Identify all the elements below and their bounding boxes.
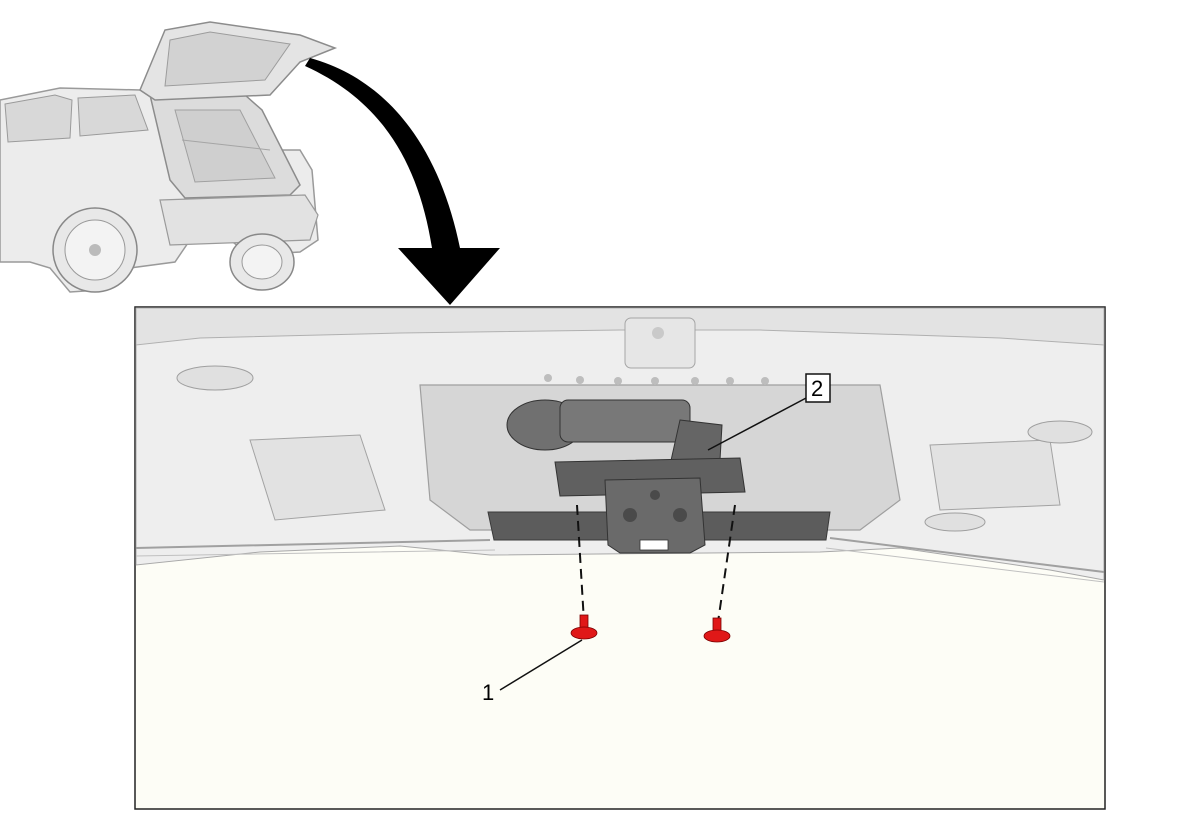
mounting-holes	[544, 374, 769, 385]
callout-2-box	[805, 373, 831, 403]
bolt-path-left	[576, 504, 585, 623]
latch-actuator-assembly	[506, 399, 746, 554]
callout-1-leader	[499, 639, 583, 691]
far-wheel	[229, 233, 295, 291]
callout-2-leader	[707, 396, 809, 451]
callout-2-label: 2	[811, 376, 823, 401]
bolt-path-right	[717, 504, 736, 623]
detail-view: 1 2	[134, 306, 1106, 810]
callout-1-label: 1	[482, 680, 494, 705]
rear-wheel	[52, 207, 138, 293]
vehicle-illustration	[0, 21, 338, 293]
bolt-icon	[703, 617, 731, 643]
curved-arrow-icon	[305, 58, 500, 305]
bolt-icon	[570, 614, 598, 640]
